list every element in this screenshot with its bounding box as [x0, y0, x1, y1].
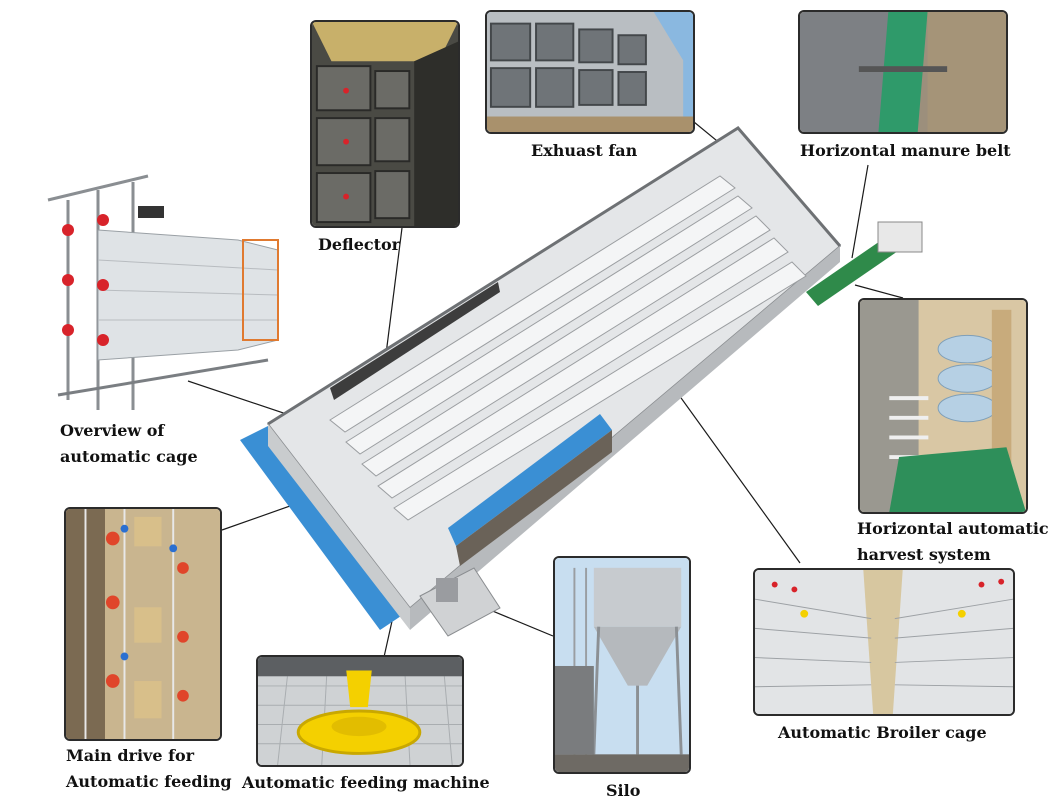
leader-harvest: [854, 284, 904, 299]
photo-overview-cage: [38, 170, 283, 416]
label-deflector: Deflector: [318, 235, 401, 254]
leader-manure-belt: [851, 164, 869, 259]
label-harvest: Horizontal automatic harvest system: [857, 516, 1049, 568]
leader-deflector: [384, 227, 403, 363]
label-overview: Overview of automatic cage: [60, 418, 198, 470]
label-exhaust-fan: Exhuast fan: [531, 141, 638, 160]
label-main-drive-line1: Main drive for: [66, 746, 195, 765]
label-harvest-line1: Horizontal automatic: [857, 519, 1049, 538]
label-silo: Silo: [606, 781, 641, 800]
silo-base: [419, 567, 501, 637]
photo-main-drive: [64, 507, 222, 741]
label-main-drive-line2: Automatic feeding: [66, 772, 232, 791]
photo-exhaust-fan: [485, 10, 695, 134]
photo-feeding-machine: [256, 655, 464, 767]
photo-manure-belt: [798, 10, 1008, 134]
house-front-wall: [268, 424, 410, 630]
photo-silo: [553, 556, 691, 774]
label-harvest-line2: harvest system: [857, 545, 991, 564]
cage-rows: [329, 175, 807, 521]
house-awning: [448, 414, 612, 546]
label-feeding-machine: Automatic feeding machine: [242, 773, 490, 792]
label-broiler-cage: Automatic Broiler cage: [778, 723, 987, 742]
label-overview-line1: Overview of: [60, 421, 165, 440]
label-main-drive: Main drive for Automatic feeding: [66, 743, 232, 795]
label-manure-belt: Horizontal manure belt: [800, 141, 1011, 160]
photo-deflector: [310, 20, 460, 228]
label-overview-line2: automatic cage: [60, 447, 198, 466]
photo-harvest-system: [858, 298, 1028, 514]
photo-broiler-cage: [753, 568, 1015, 716]
house-roof-left: [240, 426, 410, 630]
